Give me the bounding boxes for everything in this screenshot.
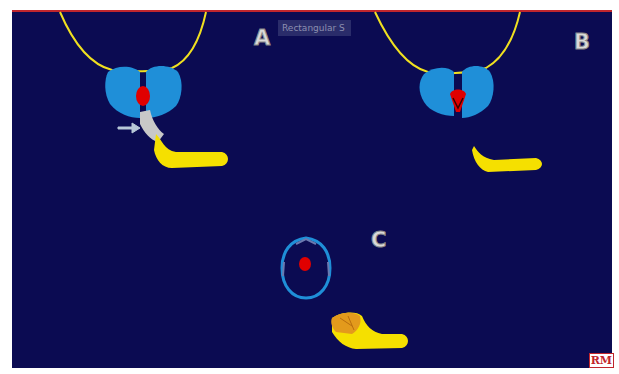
bone-lobe: [462, 66, 494, 118]
yellow-bone: [154, 134, 228, 168]
ring-marks: [283, 239, 329, 276]
yellow-bone: [332, 312, 408, 349]
gray-bar: [140, 110, 164, 142]
logo-mark: RM: [589, 353, 614, 368]
orange-marks: [340, 316, 354, 330]
bone-lobe: [146, 66, 182, 118]
orange-part: [331, 313, 360, 334]
ring-outline: [282, 238, 330, 298]
cord-dot: [450, 90, 466, 113]
panel-letter: A: [254, 28, 270, 49]
panel-letter: C: [371, 230, 386, 251]
canal-outline: [375, 12, 520, 73]
top-rule: [12, 10, 612, 12]
background-panel: [12, 10, 612, 368]
canal-outline: [60, 12, 206, 71]
cord-dot: [299, 257, 311, 271]
yellow-bone: [472, 146, 542, 172]
bone-lobe: [105, 67, 140, 118]
pointer-arrow: [118, 123, 140, 133]
tooltip-text: Rectangular S: [278, 20, 351, 36]
cord-dot: [136, 86, 150, 106]
v-mark: [453, 98, 463, 108]
panel-letter: B: [574, 32, 590, 53]
bone-lobe: [420, 68, 455, 116]
